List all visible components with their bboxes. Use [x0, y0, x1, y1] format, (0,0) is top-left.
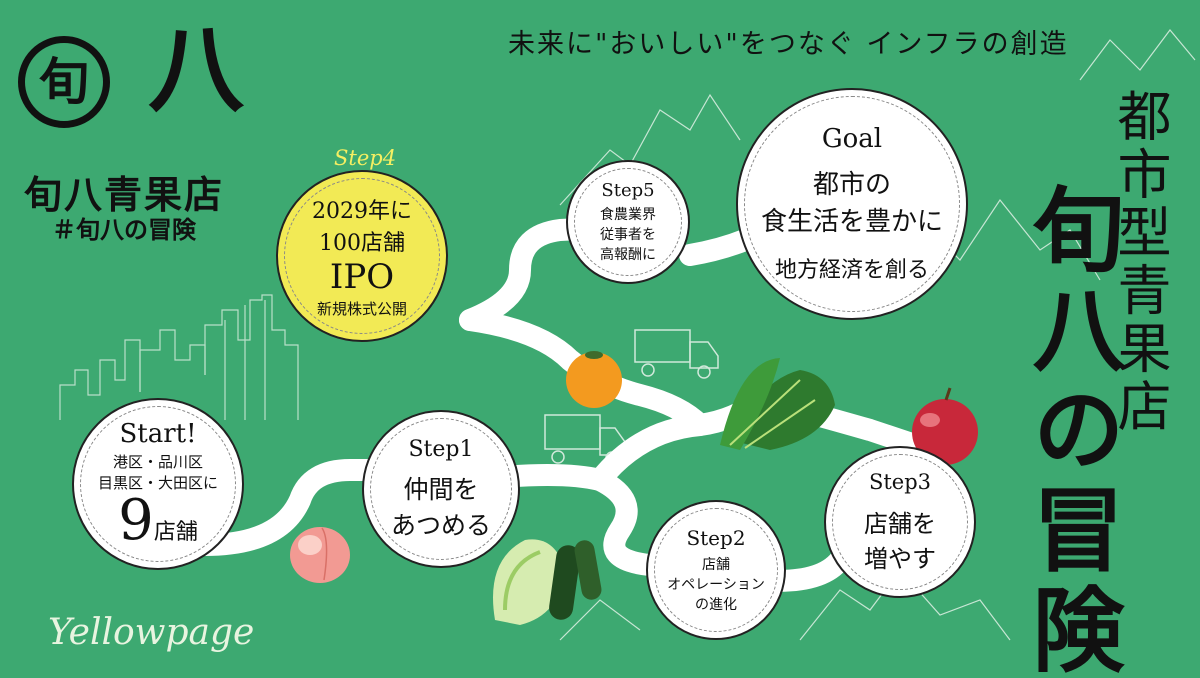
peach-icon — [290, 527, 350, 583]
apple-icon — [912, 387, 978, 465]
step3-circle: Step3 店舗を 増やす — [824, 446, 976, 598]
step4-label: Step4 — [334, 146, 397, 170]
city-skyline-icon — [59, 294, 299, 420]
goal-circle: Goal 都市の 食生活を豊かに 地方経済を創る — [736, 88, 968, 320]
logo-mark: 旬 — [18, 36, 110, 128]
step2-circle: Step2 店舗 オペレーション の進化 — [646, 500, 786, 640]
start-circle: Start! 港区・品川区 目黒区・大田区に 9 店舗 — [72, 398, 244, 570]
step5-circle: Step5 食農業界 従事者を 高報酬に — [566, 160, 690, 284]
spinach-icon — [720, 358, 835, 450]
truck-icon — [634, 329, 719, 379]
store-name: 旬八青果店 — [24, 173, 225, 217]
zucchini-icon — [549, 540, 602, 620]
cabbage-icon — [493, 539, 565, 625]
step1-circle: Step1 仲間を あつめる — [362, 410, 520, 568]
vertical-subtitle: 都市型青果店 — [1108, 88, 1171, 436]
orange-icon — [566, 351, 622, 408]
logo-mark-text: 旬 — [39, 53, 89, 111]
brand-logo: 旬 八 — [18, 22, 268, 136]
hashtag: ＃旬八の冒険 — [52, 216, 196, 244]
step4-circle: 2029年に 100店舗 IPO 新規株式公開 — [276, 170, 448, 342]
footer-brand: Yellowpage — [48, 612, 255, 653]
vertical-title: 旬八の冒険 — [1017, 182, 1125, 678]
logo-kanji: 八 — [148, 14, 244, 126]
tagline: 未来に"おいしい"をつなぐ インフラの創造 — [508, 29, 1069, 60]
